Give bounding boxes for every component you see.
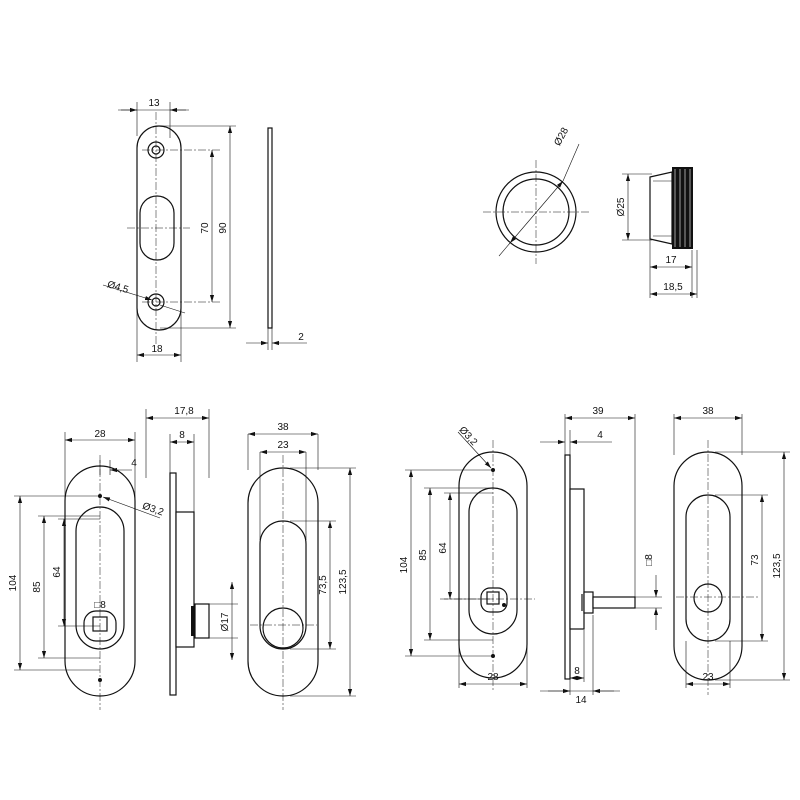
dim-width-bottom: 18 <box>151 344 163 355</box>
dim-depth-8: 8 <box>574 666 580 677</box>
dim-total-depth: 39 <box>592 406 604 417</box>
dim-width-top: 13 <box>148 98 160 109</box>
thumb-turn <box>693 583 723 613</box>
view-lock-knob: □8 28 4 Ø3,2 104 85 64 <box>8 406 356 710</box>
dim-depth-8: 8 <box>179 430 185 441</box>
dim-front-width: 38 <box>702 406 714 417</box>
plate-side-view <box>267 127 273 329</box>
dim-outer-diameter: Ø28 <box>552 126 571 148</box>
dim-depth-total: 18,5 <box>663 282 683 293</box>
lock-side-view <box>169 472 210 696</box>
lock-side-view <box>564 454 636 680</box>
dim-plate-width: 28 <box>94 429 106 440</box>
dim-height-total: 104 <box>399 556 410 573</box>
dim-thickness: 2 <box>298 332 304 343</box>
thumb-turn <box>262 607 304 649</box>
dim-height-85: 85 <box>418 549 429 561</box>
knurled-rim <box>672 167 693 249</box>
dim-inner-width: 23 <box>277 440 289 451</box>
dim-offset: 4 <box>597 430 603 441</box>
dim-inner-height: 73,5 <box>318 575 329 595</box>
dim-depth-short: 17 <box>665 255 677 266</box>
insert-side-view <box>649 167 693 249</box>
dim-height-64: 64 <box>438 542 449 554</box>
dim-inner-height: 73 <box>750 554 761 566</box>
square-spindle <box>480 587 508 613</box>
dim-screw-diameter: Ø3,2 <box>457 425 480 449</box>
dim-front-height: 123,5 <box>338 569 349 594</box>
view-lock-spindle: Ø3,2 104 85 64 28 39 <box>399 406 790 706</box>
dim-front-height: 123,5 <box>772 553 783 578</box>
dim-total-depth: 17,8 <box>174 406 194 417</box>
dim-front-width: 38 <box>277 422 289 433</box>
dim-height-64: 64 <box>52 566 63 578</box>
dim-spindle-square: □8 <box>644 554 655 566</box>
dim-height-total: 104 <box>8 574 19 591</box>
view-round-insert: Ø28 Ø25 17 18,5 <box>483 126 698 298</box>
dim-knob-diameter: Ø17 <box>220 612 231 631</box>
view-flat-plate: 13 70 90 Ø4,5 18 2 <box>102 98 307 362</box>
dim-height-85: 85 <box>32 581 43 593</box>
dim-plate-width: 28 <box>487 672 499 683</box>
dim-body-diameter: Ø25 <box>616 197 627 216</box>
dim-screw-diameter: Ø3,2 <box>141 501 166 519</box>
dim-hole-diameter: Ø4,5 <box>106 279 130 296</box>
dim-spindle-square: □8 <box>94 600 106 611</box>
dim-hole-spacing: 70 <box>200 222 211 234</box>
dim-depth-14: 14 <box>575 695 587 706</box>
dim-plate-height: 90 <box>218 222 229 234</box>
dim-inner-width: 23 <box>702 672 714 683</box>
dim-offset: 4 <box>131 458 137 469</box>
